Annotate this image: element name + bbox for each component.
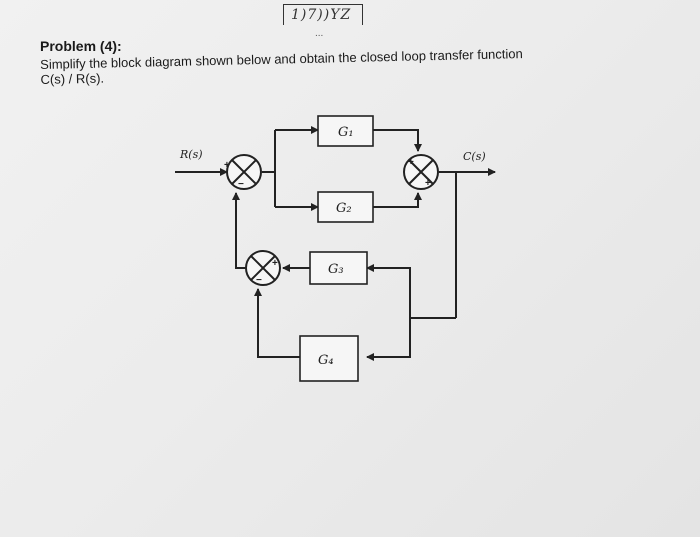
to-g4-line xyxy=(366,318,411,361)
block-g4 xyxy=(299,335,359,382)
feedback-summer xyxy=(245,250,281,286)
g1-output-line xyxy=(373,129,422,152)
block-g3 xyxy=(309,251,368,285)
block-g1 xyxy=(317,115,374,147)
block-g2-label: G₂ xyxy=(336,201,352,216)
output-summer xyxy=(403,154,439,190)
feedback-summer-plus-sign: + xyxy=(272,258,278,269)
handwritten-note: 1)7))YZ xyxy=(283,4,363,26)
output-summer-plus-sign-top: + xyxy=(408,157,414,168)
to-g3-line xyxy=(366,264,456,319)
block-g2 xyxy=(317,191,374,223)
output-summer-plus-sign-bottom: + xyxy=(425,178,431,189)
g4-output-line xyxy=(254,288,300,358)
problem-title: Problem (4): xyxy=(40,38,122,54)
input-summer xyxy=(226,154,262,190)
g2-output-line xyxy=(373,192,422,208)
block-g4-label: G₄ xyxy=(318,353,334,368)
feedback-summer-minus-sign: − xyxy=(256,275,262,286)
input-summer-plus-sign: + xyxy=(224,160,230,171)
input-summer-minus-sign: − xyxy=(238,179,244,190)
block-g1-label: G₁ xyxy=(338,125,354,140)
feedback-to-input-line xyxy=(232,192,246,269)
block-g3-label: G₃ xyxy=(328,262,344,277)
input-label: R(s) xyxy=(179,148,203,161)
output-label: C(s) xyxy=(463,150,486,163)
header-dots: ... xyxy=(315,28,324,39)
